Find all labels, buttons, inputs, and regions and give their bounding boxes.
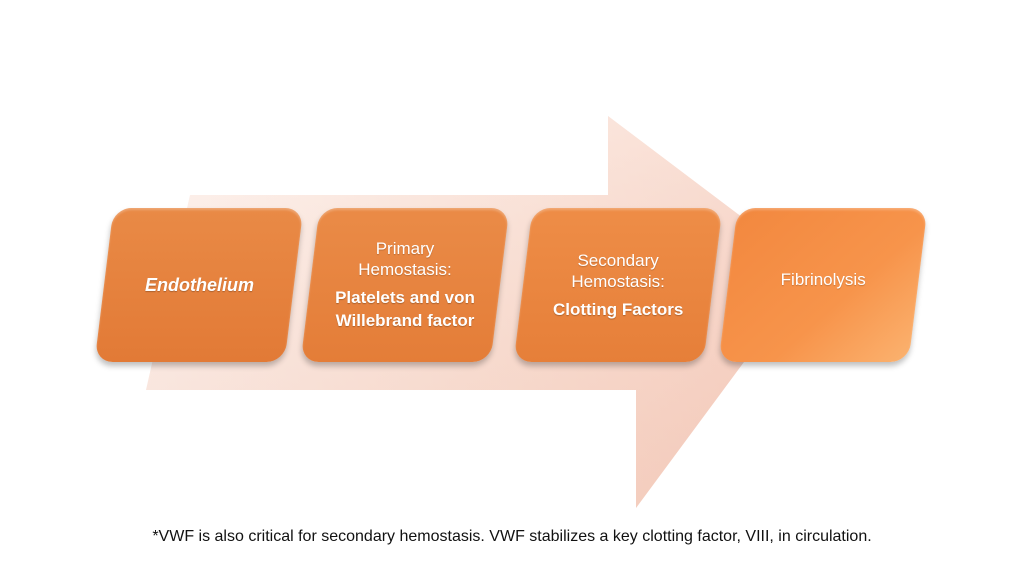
step-secondary-hemostasis-detail: Clotting Factors (552, 299, 684, 319)
step-endothelium: Endothelium (94, 208, 304, 362)
footnote: *VWF is also critical for secondary hemo… (152, 528, 872, 545)
step-endothelium-label: Endothelium (144, 275, 254, 295)
step-secondary-hemostasis-heading: Secondary Hemostasis: (571, 250, 665, 291)
step-fibrinolysis: Fibrinolysis (718, 208, 928, 362)
step-secondary-hemostasis: Secondary Hemostasis: Clotting Factors (513, 208, 723, 362)
step-fibrinolysis-label: Fibrinolysis (781, 269, 867, 289)
step-primary-hemostasis-heading: Primary Hemostasis: (358, 239, 452, 279)
step-primary-hemostasis: Primary Hemostasis: Platelets and von Wi… (300, 208, 510, 362)
step-primary-hemostasis-detail: Platelets and von Willebrand factor (335, 288, 475, 330)
